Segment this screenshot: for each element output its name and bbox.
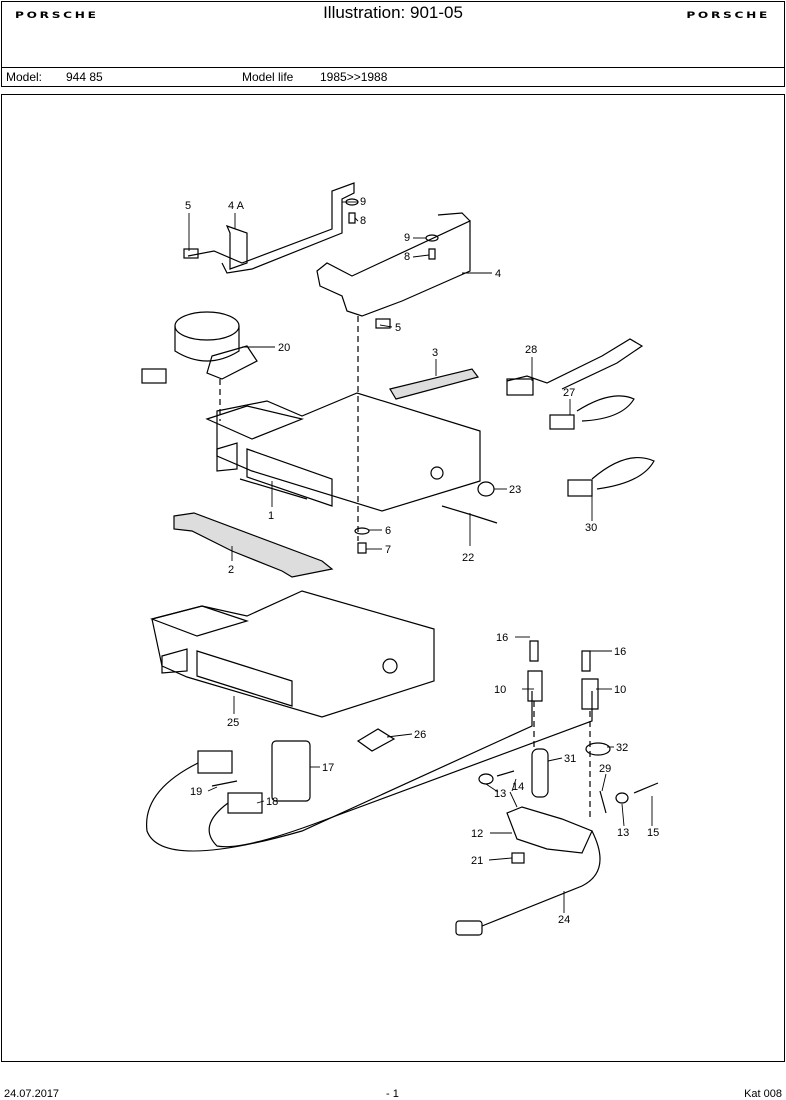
bolt-15	[633, 782, 659, 794]
exploded-parts-diagram: 5 4 A 9 8 9 8 4 5 20 3 28 27 23 1 6 7 22…	[141, 182, 659, 936]
callout: 10	[494, 684, 506, 696]
bolt-16-b	[581, 650, 591, 672]
grommet-32	[585, 742, 611, 756]
illustration-frame: 5 4 A 9 8 9 8 4 5 20 3 28 27 23 1 6 7 22…	[1, 94, 785, 1062]
brand-logo-right: PORSCHE	[686, 11, 770, 21]
plug-23	[477, 481, 495, 497]
callout: 27	[563, 387, 575, 399]
plug-21	[511, 852, 525, 864]
control-unit-1	[216, 392, 481, 512]
bracket-4a-tab	[225, 224, 248, 270]
callout: 29	[599, 763, 611, 775]
sensor-cable-b	[208, 691, 593, 848]
callout: 12	[471, 828, 483, 840]
callout: 8	[404, 251, 410, 263]
callout: 25	[227, 717, 239, 729]
washer-13-b	[615, 792, 629, 804]
callout: 24	[558, 914, 570, 926]
callout: 8	[360, 215, 366, 227]
clip-5	[375, 318, 391, 329]
bracket-4-flange	[437, 212, 471, 222]
model-bar: Model: 944 85 Model life 1985>>1988	[1, 67, 785, 87]
callout: 15	[647, 827, 659, 839]
callout: 3	[432, 347, 438, 359]
callout: 18	[266, 796, 278, 808]
callout: 9	[360, 196, 366, 208]
callout: 13	[617, 827, 629, 839]
bolt-14	[496, 770, 515, 777]
control-unit-25	[151, 590, 435, 718]
sensor-22	[441, 505, 498, 524]
callout: 5	[395, 322, 401, 334]
callout: 4	[495, 268, 501, 280]
cable-28	[506, 338, 644, 390]
callout: 30	[585, 522, 597, 534]
gasket-2	[173, 512, 334, 578]
callout: 17	[322, 762, 334, 774]
callout: 4 A	[228, 200, 245, 212]
holder-17	[271, 740, 311, 802]
loop-30	[591, 457, 655, 490]
callout: 13	[494, 788, 506, 800]
footer-catalog: Kat 008	[744, 1088, 782, 1100]
callout: 10	[614, 684, 626, 696]
bracket-26	[356, 728, 396, 752]
screw-7	[357, 542, 367, 554]
screw-8-b	[428, 248, 436, 260]
sensor-cable-a	[146, 691, 533, 852]
callout-labels: 5 4 A 9 8 9 8 4 5 20 3 28 27 23 1 6 7 22…	[185, 196, 659, 926]
callout: 21	[471, 855, 483, 867]
washer-13-a	[478, 773, 494, 785]
bolt-16-a	[529, 640, 539, 662]
callout: 16	[614, 646, 626, 658]
illustration-title: Illustration: 901-05	[323, 3, 463, 22]
foam-strip-3	[389, 368, 480, 400]
bracket-12	[506, 806, 593, 854]
screw-19	[211, 780, 238, 787]
callout: 6	[385, 525, 391, 537]
bracket-4	[316, 220, 471, 317]
footer-page: - 1	[386, 1088, 399, 1100]
relay-20-plug	[141, 368, 167, 384]
sensor-10-b	[581, 678, 599, 710]
callout: 16	[496, 632, 508, 644]
relay-20	[174, 311, 240, 341]
callout: 32	[616, 742, 628, 754]
callout: 26	[414, 729, 426, 741]
washer-6	[354, 527, 370, 535]
callout: 22	[462, 552, 474, 564]
callout: 28	[525, 344, 537, 356]
footer-date: 24.07.2017	[4, 1088, 60, 1100]
callout: 14	[512, 781, 524, 793]
connector-18	[227, 792, 263, 814]
screw-8-a	[348, 212, 356, 224]
callout: 5	[185, 200, 191, 212]
clip-5-top	[183, 248, 199, 259]
page-header: PORSCHE Illustration: 901-05 PORSCHE	[1, 1, 785, 68]
sensor-10-a	[527, 670, 543, 702]
screw-29	[599, 790, 607, 814]
model-life-label: Model life	[242, 70, 294, 84]
washer-9-b	[425, 234, 439, 242]
brand-logo-left: PORSCHE	[15, 11, 99, 21]
sleeve-31	[531, 748, 549, 798]
connector-17	[197, 750, 233, 774]
callout: 31	[564, 753, 576, 765]
callout: 9	[404, 232, 410, 244]
model-label: Model:	[6, 70, 43, 84]
sensor-cable-24	[481, 830, 601, 927]
callout: 19	[190, 786, 202, 798]
callout: 2	[228, 564, 234, 576]
callout: 7	[385, 544, 391, 556]
model-value: 944 85	[66, 70, 103, 84]
callout: 1	[268, 510, 274, 522]
callout: 20	[278, 342, 290, 354]
model-life-value: 1985>>1988	[320, 70, 388, 84]
bracket-4a	[187, 182, 355, 274]
callout: 23	[509, 484, 521, 496]
leader-lines	[188, 201, 653, 913]
loop-27	[576, 395, 635, 422]
connector-24	[455, 920, 483, 936]
